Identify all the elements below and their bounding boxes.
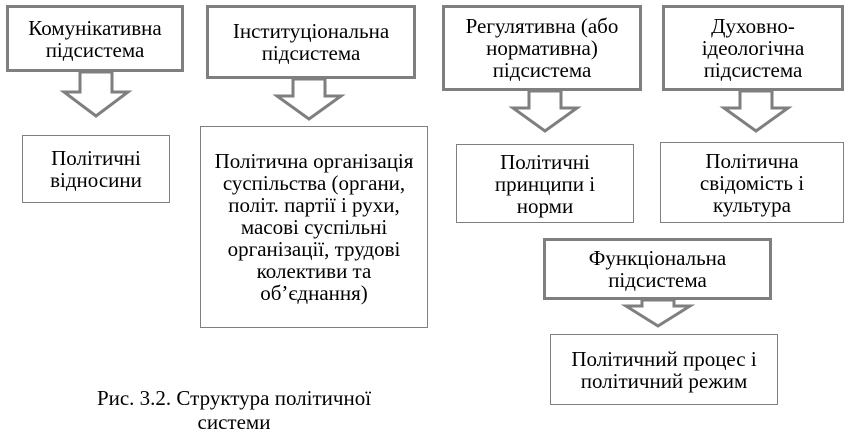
regulative-subsystem-label: Регулятивна (або нормативна) підсистема — [465, 14, 619, 82]
arrow-down-4 — [719, 89, 793, 133]
principles-norms-label: Політичні принципи і норми — [494, 149, 596, 218]
arrow-down-3 — [508, 89, 582, 133]
arrow-down-5 — [620, 298, 696, 328]
institutional-subsystem-label: Інституціональна підсистема — [232, 19, 390, 65]
political-relations-label: Політичні відносини — [50, 146, 142, 192]
spiritual-ideological-subsystem-label: Духовно-ідеологічна підсистема — [701, 14, 805, 82]
principles-norms-box: Політичні принципи і норми — [456, 144, 634, 223]
process-regime-box: Політичний процес і політичний режим — [550, 334, 778, 405]
consciousness-culture-label: Політична свідомість і культура — [699, 148, 805, 217]
institutional-subsystem-box: Інституціональна підсистема — [206, 5, 416, 79]
process-regime-label: Політичний процес і політичний режим — [571, 346, 757, 393]
communicative-subsystem-box: Комунікативна підсистема — [6, 5, 184, 72]
communicative-subsystem-label: Комунікативна підсистема — [28, 15, 162, 62]
consciousness-culture-box: Політична свідомість і культура — [660, 142, 844, 223]
figure-caption: Рис. 3.2. Структура політичної системи — [96, 386, 372, 434]
arrow-down-2 — [272, 77, 346, 121]
arrow-down-1 — [59, 70, 133, 118]
spiritual-ideological-subsystem-box: Духовно-ідеологічна підсистема — [662, 5, 844, 91]
functional-subsystem-label: Функціональна підсистема — [588, 246, 727, 292]
political-organization-box: Політична організація суспільства (орган… — [200, 126, 428, 328]
functional-subsystem-box: Функціональна підсистема — [543, 238, 772, 300]
political-relations-box: Політичні відносини — [22, 135, 170, 203]
political-organization-label: Політична організація суспільства (орган… — [214, 149, 414, 305]
regulative-subsystem-box: Регулятивна (або нормативна) підсистема — [442, 5, 642, 91]
